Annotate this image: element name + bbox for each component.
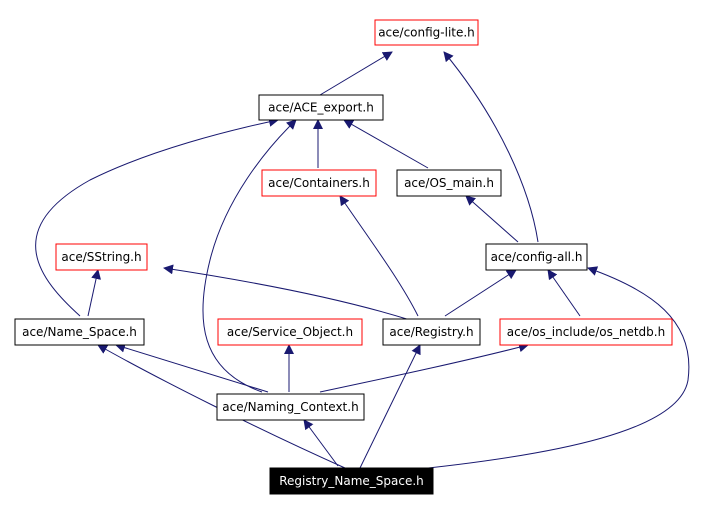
edge-ace-export-to-config-lite <box>319 51 393 96</box>
node-label: ace/Service_Object.h <box>227 325 353 339</box>
edges <box>35 51 690 472</box>
edge-root-to-name-space <box>97 344 346 469</box>
edge-root-to-config-all <box>399 266 690 472</box>
edge-name-space-to-sstring <box>87 269 101 317</box>
edge-registry-to-config-all <box>444 269 517 317</box>
edge-config-all-to-config-lite <box>443 51 539 243</box>
edge-naming-context-to-ace-export <box>202 119 297 393</box>
edge-naming-context-to-os-netdb <box>319 342 529 393</box>
edge-root-to-registry <box>359 344 421 469</box>
edge-config-all-to-os-main <box>465 195 519 243</box>
node-label: Registry_Name_Space.h <box>279 474 424 488</box>
edge-naming-context-to-name-space <box>115 342 269 393</box>
node-label: ace/ACE_export.h <box>268 101 374 115</box>
node-label: ace/config-all.h <box>491 250 583 264</box>
node-config-lite[interactable]: ace/config-lite.h <box>374 19 479 46</box>
edge-root-to-naming-context <box>303 419 339 467</box>
edge-name-space-to-ace-export <box>35 116 279 317</box>
node-label: ace/SString.h <box>61 250 141 264</box>
node-label: ace/Naming_Context.h <box>222 400 358 414</box>
node-label: ace/Containers.h <box>268 176 370 190</box>
edge-os-netdb-to-config-all <box>547 269 581 317</box>
node-os-main[interactable]: ace/OS_main.h <box>396 169 502 197</box>
node-label: ace/os_include/os_netdb.h <box>507 325 665 339</box>
node-config-all[interactable]: ace/config-all.h <box>485 243 588 271</box>
nodes: ace/config-lite.h ace/ACE_export.h ace/C… <box>14 19 673 495</box>
node-os-netdb[interactable]: ace/os_include/os_netdb.h <box>499 318 673 346</box>
node-sstring[interactable]: ace/SString.h <box>55 243 148 271</box>
node-naming-context[interactable]: ace/Naming_Context.h <box>216 393 365 421</box>
edge-registry-to-sstring <box>163 264 411 321</box>
node-label: ace/Name_Space.h <box>22 325 137 339</box>
node-root[interactable]: Registry_Name_Space.h <box>269 467 434 495</box>
edge-registry-to-containers <box>339 195 419 317</box>
node-name-space[interactable]: ace/Name_Space.h <box>14 318 145 346</box>
node-label: ace/OS_main.h <box>404 176 494 190</box>
node-ace-export[interactable]: ace/ACE_export.h <box>258 94 384 121</box>
node-service-object[interactable]: ace/Service_Object.h <box>217 318 363 346</box>
node-label: ace/config-lite.h <box>378 26 475 40</box>
node-containers[interactable]: ace/Containers.h <box>261 169 377 197</box>
node-registry[interactable]: ace/Registry.h <box>382 318 481 346</box>
node-label: ace/Registry.h <box>389 325 473 339</box>
edge-os-main-to-ace-export <box>343 119 429 169</box>
